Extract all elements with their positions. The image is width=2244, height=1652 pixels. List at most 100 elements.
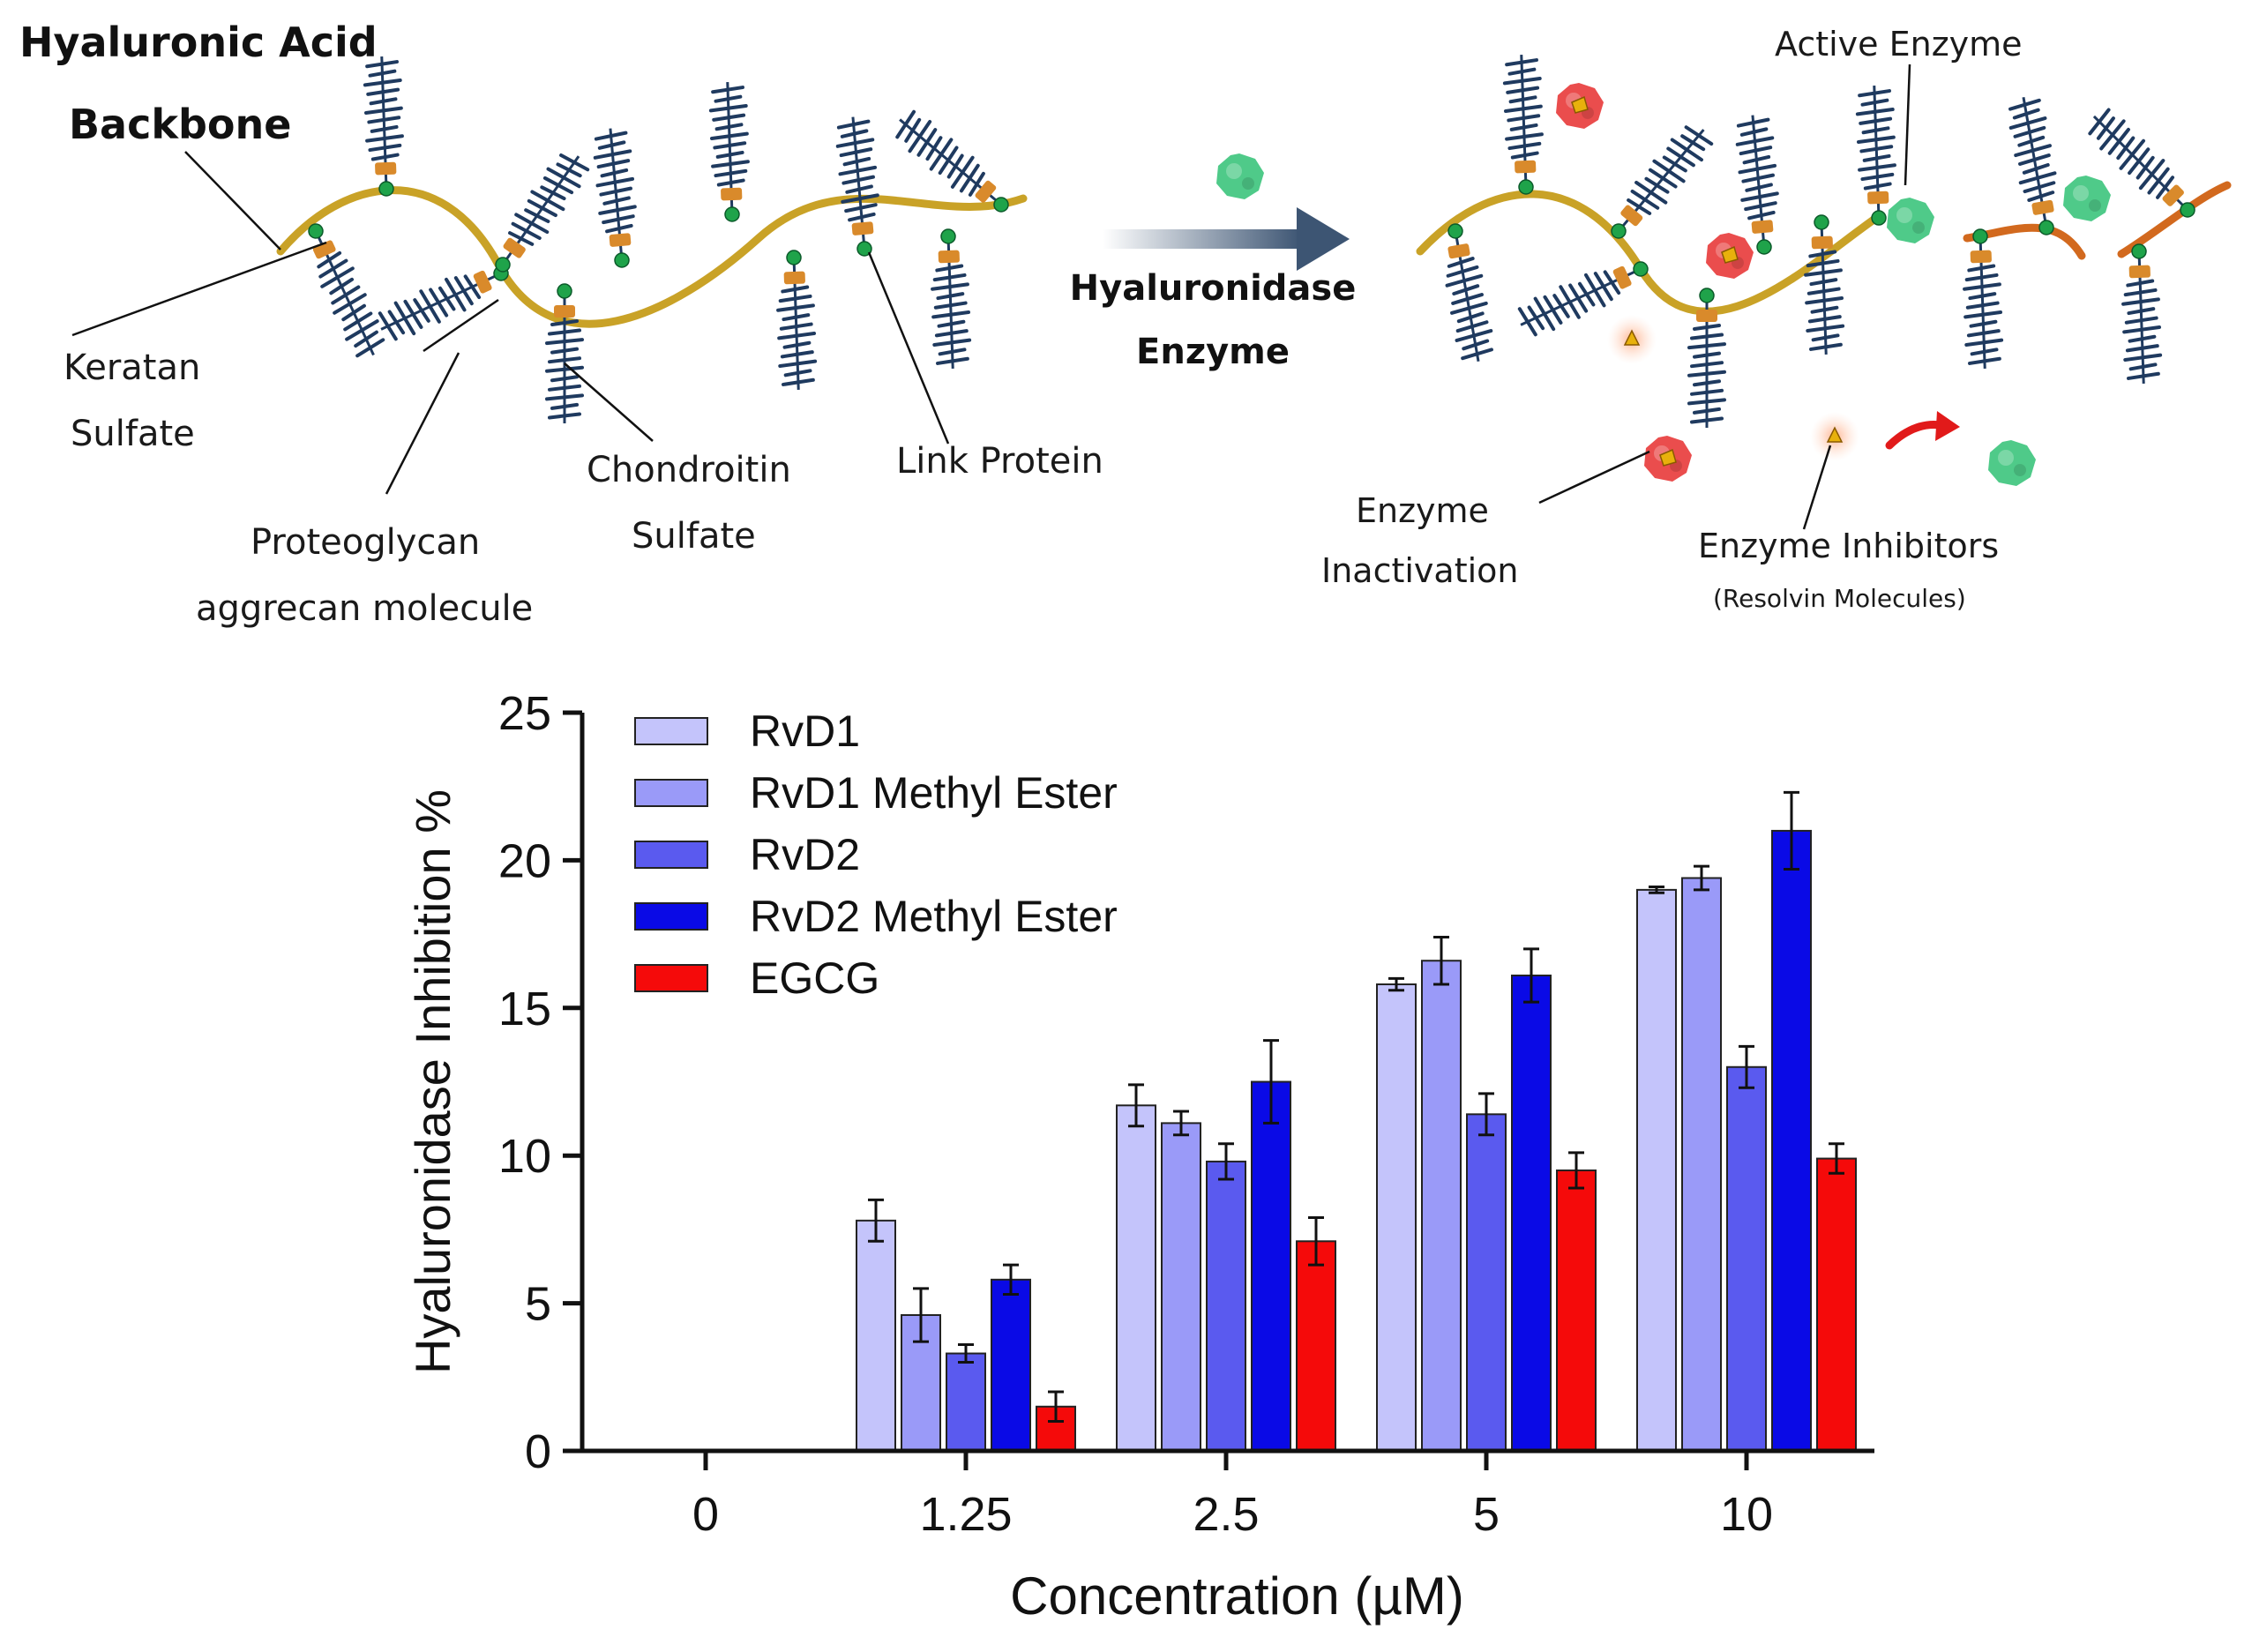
legend-swatch [634,964,708,992]
binding-arrow-icon [1885,411,1960,450]
error-bar [1829,1142,1844,1175]
legend-item: RvD2 Methyl Ester [634,892,1118,941]
inactivation-label-line1: Enzyme [1356,491,1489,530]
active-enzyme-icon [1216,153,1264,199]
chondroitin-label-line2: Sulfate [632,516,756,557]
link-node [1699,288,1715,303]
legend-label: RvD2 [750,830,860,879]
link-node [2180,202,2195,218]
bar [1161,1122,1201,1452]
error-bar [1523,947,1539,1004]
aggrecan-side-chain [1804,221,1845,355]
aggrecan-side-chain [501,153,590,265]
bar [1376,983,1417,1452]
link-node [1814,214,1829,230]
bar [1816,1157,1857,1452]
legend-swatch [634,841,708,869]
keratan-label-line1: Keratan [64,348,200,388]
bar [1511,974,1552,1453]
error-bar [1308,1216,1324,1267]
link-protein-label: Link Protein [896,441,1103,482]
legend-item: RvD1 Methyl Ester [634,768,1118,818]
link-node [1611,223,1627,239]
link-node [2038,220,2054,235]
bar [946,1352,986,1452]
active-enzyme-icon [1887,198,1934,243]
aggrecan-side-chain [2008,97,2057,228]
cleaved-aggrecan-illustration [1416,55,2232,486]
y-axis-label: Hyaluronidase Inhibition % [405,789,460,1374]
aggrecan-side-chain [1855,86,1896,219]
aggrecan-side-chain [931,235,972,369]
bar [1116,1104,1156,1453]
error-bar [1739,1044,1754,1089]
aggrecan-side-chain [545,291,584,423]
link-node [786,250,802,265]
link-node [1447,223,1463,239]
error-bar [913,1287,929,1343]
error-bar [1784,790,1799,871]
aggrecan-side-chain [1445,230,1493,362]
process-arrow [1103,207,1350,271]
link-node [2131,243,2147,259]
active-enzyme-label: Active Enzyme [1775,25,2023,64]
aggrecan-side-chain [593,128,637,261]
link-node [1972,228,1988,244]
legend-label: RvD1 Methyl Ester [750,768,1118,818]
aggrecan-side-chain [1687,295,1726,428]
inhibitor-molecule-icon [1810,412,1859,461]
proteoglycan-label-line2: aggrecan molecule [196,588,533,629]
aggrecan-side-chain [1517,265,1642,337]
legend-label: RvD2 Methyl Ester [750,892,1118,941]
backbone-label-line2: Backbone [69,101,291,148]
error-bar [1478,1092,1494,1137]
aggrecan-side-chain [776,257,818,390]
aggrecan-side-chain [378,270,502,341]
aggrecan-side-chain [2088,108,2189,212]
hyaluronic-acid-backbone [276,186,1028,328]
link-node [308,223,324,239]
aggrecan-side-chain [1963,235,2004,369]
link-node [378,181,394,197]
error-bar [1694,864,1709,892]
bar [1421,960,1462,1453]
aggrecan-side-chain [895,109,1002,206]
error-bar [1003,1263,1019,1297]
legend-item: RvD2 [634,830,860,879]
link-node [1518,179,1534,195]
error-bar [1433,935,1449,986]
x-tick-label: 2.5 [1193,1488,1259,1541]
legend-item: EGCG [634,953,879,1003]
x-tick-label: 5 [1473,1488,1500,1541]
bar [1206,1160,1246,1452]
error-bar [958,1342,974,1364]
legend-swatch [634,902,708,931]
link-node [495,257,511,273]
arrow-label-line2: Enzyme [1136,332,1290,372]
y-tick-label: 10 [498,1130,551,1183]
legend-item: RvD1 [634,706,860,756]
legend-label: EGCG [750,953,879,1003]
y-tick-label: 5 [525,1278,551,1331]
link-node [940,228,956,244]
error-bar [1218,1142,1234,1181]
arrow-label-line1: Hyaluronidase [1070,268,1357,309]
bar [1771,829,1812,1452]
proteoglycan-label-line1: Proteoglycan [251,522,480,563]
keratan-label-line2: Sulfate [71,414,195,454]
aggrecan-side-chain [2121,250,2163,384]
error-bar [868,1198,884,1243]
active-enzyme-icon [2063,176,2111,221]
inactivated-enzyme-icon [1706,233,1754,279]
bar [856,1219,896,1452]
legend-swatch [634,779,708,807]
y-tick-label: 15 [498,983,551,1035]
x-tick-label: 10 [1720,1488,1773,1541]
legend-swatch [634,717,708,745]
y-tick-label: 20 [498,834,551,887]
link-node [993,197,1009,213]
